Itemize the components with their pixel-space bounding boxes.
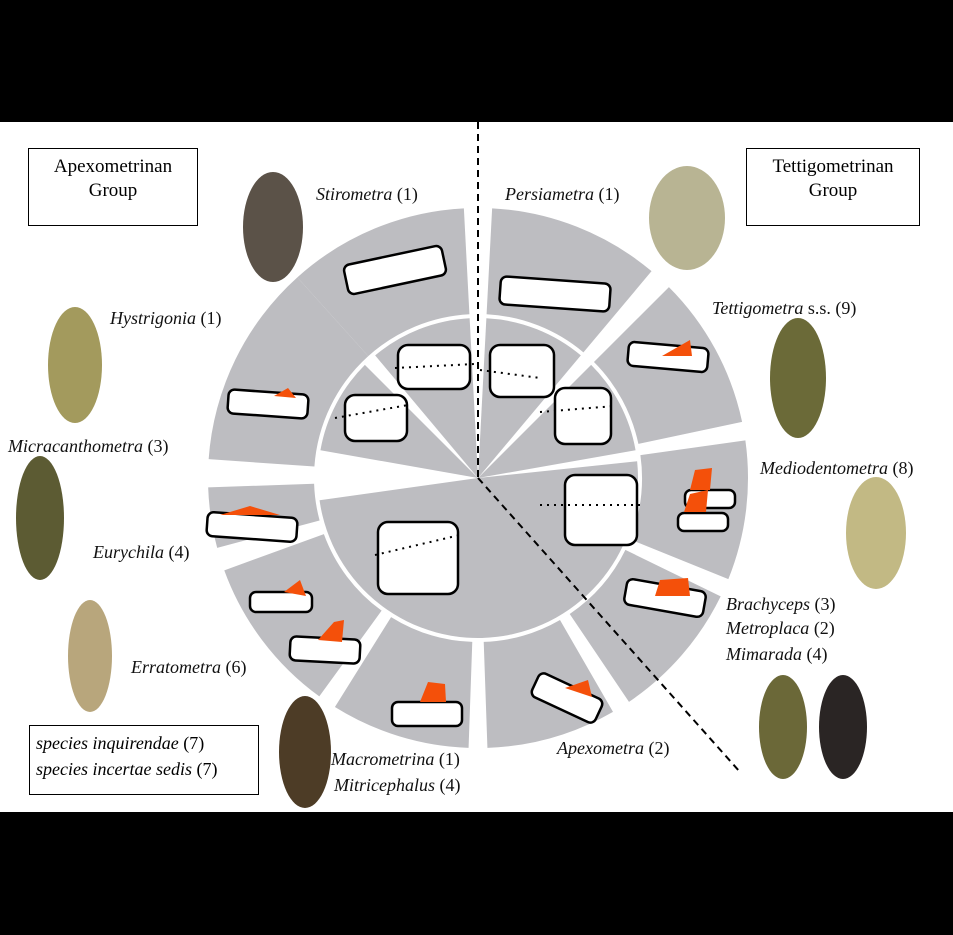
pronotum-outline — [676, 511, 730, 533]
taxon-mediodentometra: Mediodentometra (8) — [760, 458, 914, 478]
apexometrinan-group-box: Apexometrinan Group — [28, 148, 198, 226]
taxon-eurychila: Eurychila (4) — [93, 542, 190, 562]
highlighted-process — [662, 340, 692, 356]
specimen-photo — [16, 456, 64, 580]
pronotum-outline — [248, 590, 314, 614]
taxon-brachyceps: Brachyceps (3) — [726, 594, 836, 614]
group-label: Tettigometrinan — [772, 156, 894, 177]
taxon-hystrigonia: Hystrigonia (1) — [110, 308, 222, 328]
specimen-photo — [649, 166, 725, 270]
axis-dotted-line — [374, 534, 461, 556]
taxon-persiametra: Persiametra (1) — [505, 184, 620, 204]
pronotum-outline — [342, 244, 448, 296]
specimen-photo — [846, 477, 906, 589]
highlighted-process — [684, 490, 708, 512]
specimen-photo — [759, 675, 807, 779]
legend-item: species incertae sedis (7) — [36, 759, 218, 779]
highlighted-process — [655, 578, 690, 596]
specimen-photo — [279, 696, 331, 808]
taxon-macrometrina: Macrometrina (1) — [331, 749, 460, 769]
specimen-photo — [68, 600, 112, 712]
taxon-stirometra: Stirometra (1) — [316, 184, 418, 204]
group-divider-bottom — [477, 477, 741, 773]
specimen-photo — [243, 172, 303, 282]
taxon-mitricephalus: Mitricephalus (4) — [334, 775, 461, 795]
highlighted-process — [420, 682, 446, 702]
head-outline — [396, 343, 472, 391]
group-label: Group — [808, 180, 858, 201]
specimen-photo — [819, 675, 867, 779]
axis-dotted-line — [479, 369, 541, 379]
specimen-photo — [770, 318, 826, 438]
tettigometrinan-group-box: Tettigometrinan Group — [746, 148, 920, 226]
head-outline — [376, 520, 460, 596]
highlighted-process — [318, 620, 344, 642]
legend-box: species inquirendae (7) species incertae… — [29, 725, 259, 795]
highlighted-process — [284, 580, 306, 596]
taxon-tettigometra: Tettigometra s.s. (9) — [712, 298, 857, 318]
head-outline — [488, 343, 556, 399]
pronotum-outline — [226, 388, 310, 420]
group-label: Group — [88, 180, 138, 201]
taxon-micracanthometra: Micracanthometra (3) — [8, 436, 169, 456]
taxon-erratometra: Erratometra (6) — [131, 657, 247, 677]
head-outline — [563, 473, 639, 547]
taxon-apexometra: Apexometra (2) — [557, 738, 670, 758]
sector-hystrigonia — [208, 277, 369, 467]
taxon-mimarada: Mimarada (4) — [726, 644, 828, 664]
head-outline — [343, 393, 409, 443]
group-label: Apexometrinan — [53, 156, 173, 177]
highlighted-process — [565, 680, 592, 697]
pronotum-outline — [498, 275, 612, 313]
legend-item: species inquirendae (7) — [36, 733, 205, 753]
taxon-metroplaca: Metroplaca (2) — [726, 618, 835, 638]
head-outline — [553, 386, 613, 446]
pronotum-outline — [390, 700, 464, 728]
highlighted-process — [274, 388, 296, 398]
highlighted-process — [690, 468, 712, 490]
specimen-photo — [48, 307, 102, 423]
highlighted-process — [220, 506, 280, 515]
pronotum-outline — [205, 511, 299, 543]
